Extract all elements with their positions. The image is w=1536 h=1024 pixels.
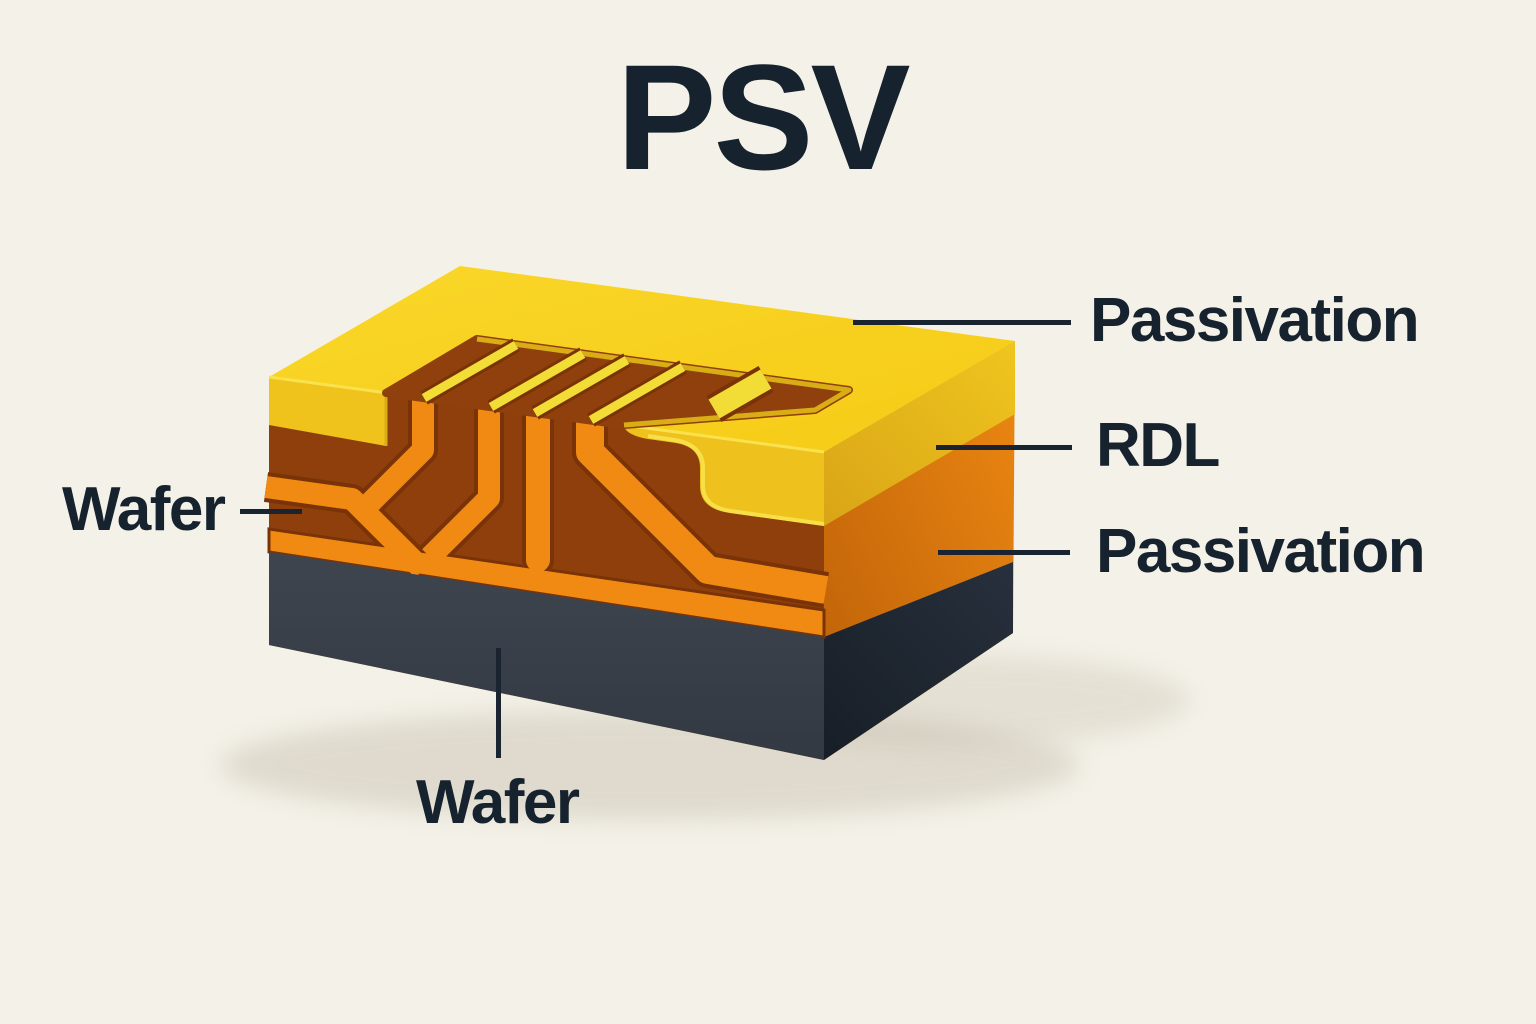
trace-top	[532, 356, 630, 417]
trace-top	[708, 369, 772, 419]
trace-top	[421, 341, 519, 402]
right-face-wafer	[824, 562, 1013, 760]
trace-top	[488, 350, 586, 411]
label-wafer-bottom: Wafer	[416, 768, 580, 837]
rdl-trace	[360, 392, 434, 513]
leader-line-passivation-top	[853, 320, 1071, 325]
front-passivation-left-band	[269, 377, 386, 446]
label-rdl: RDL	[1096, 411, 1220, 480]
leader-line-wafer-left	[240, 509, 302, 514]
rdl-trace	[576, 408, 829, 604]
front-face	[263, 377, 830, 760]
rdl-traces	[264, 392, 829, 604]
leader-line-wafer-bottom	[496, 648, 501, 758]
page-title: PSV	[616, 33, 910, 201]
label-wafer-left: Wafer	[62, 475, 226, 544]
front-face-wafer	[269, 552, 824, 760]
passivation-bright-edge	[647, 434, 825, 526]
rdl-trace	[264, 476, 431, 578]
rdl-trace	[422, 400, 500, 565]
leader-line-rdl	[936, 445, 1072, 450]
leader-line-passivation-bottom	[938, 550, 1070, 555]
cutout-trace-tops	[421, 341, 772, 424]
trace-top	[588, 363, 686, 424]
right-face-passivation-upper	[824, 341, 1015, 526]
front-passivation-right-region	[624, 426, 824, 526]
label-passivation-bottom: Passivation	[1096, 517, 1426, 586]
top-face	[268, 266, 1015, 454]
label-passivation-top: Passivation	[1090, 286, 1420, 355]
